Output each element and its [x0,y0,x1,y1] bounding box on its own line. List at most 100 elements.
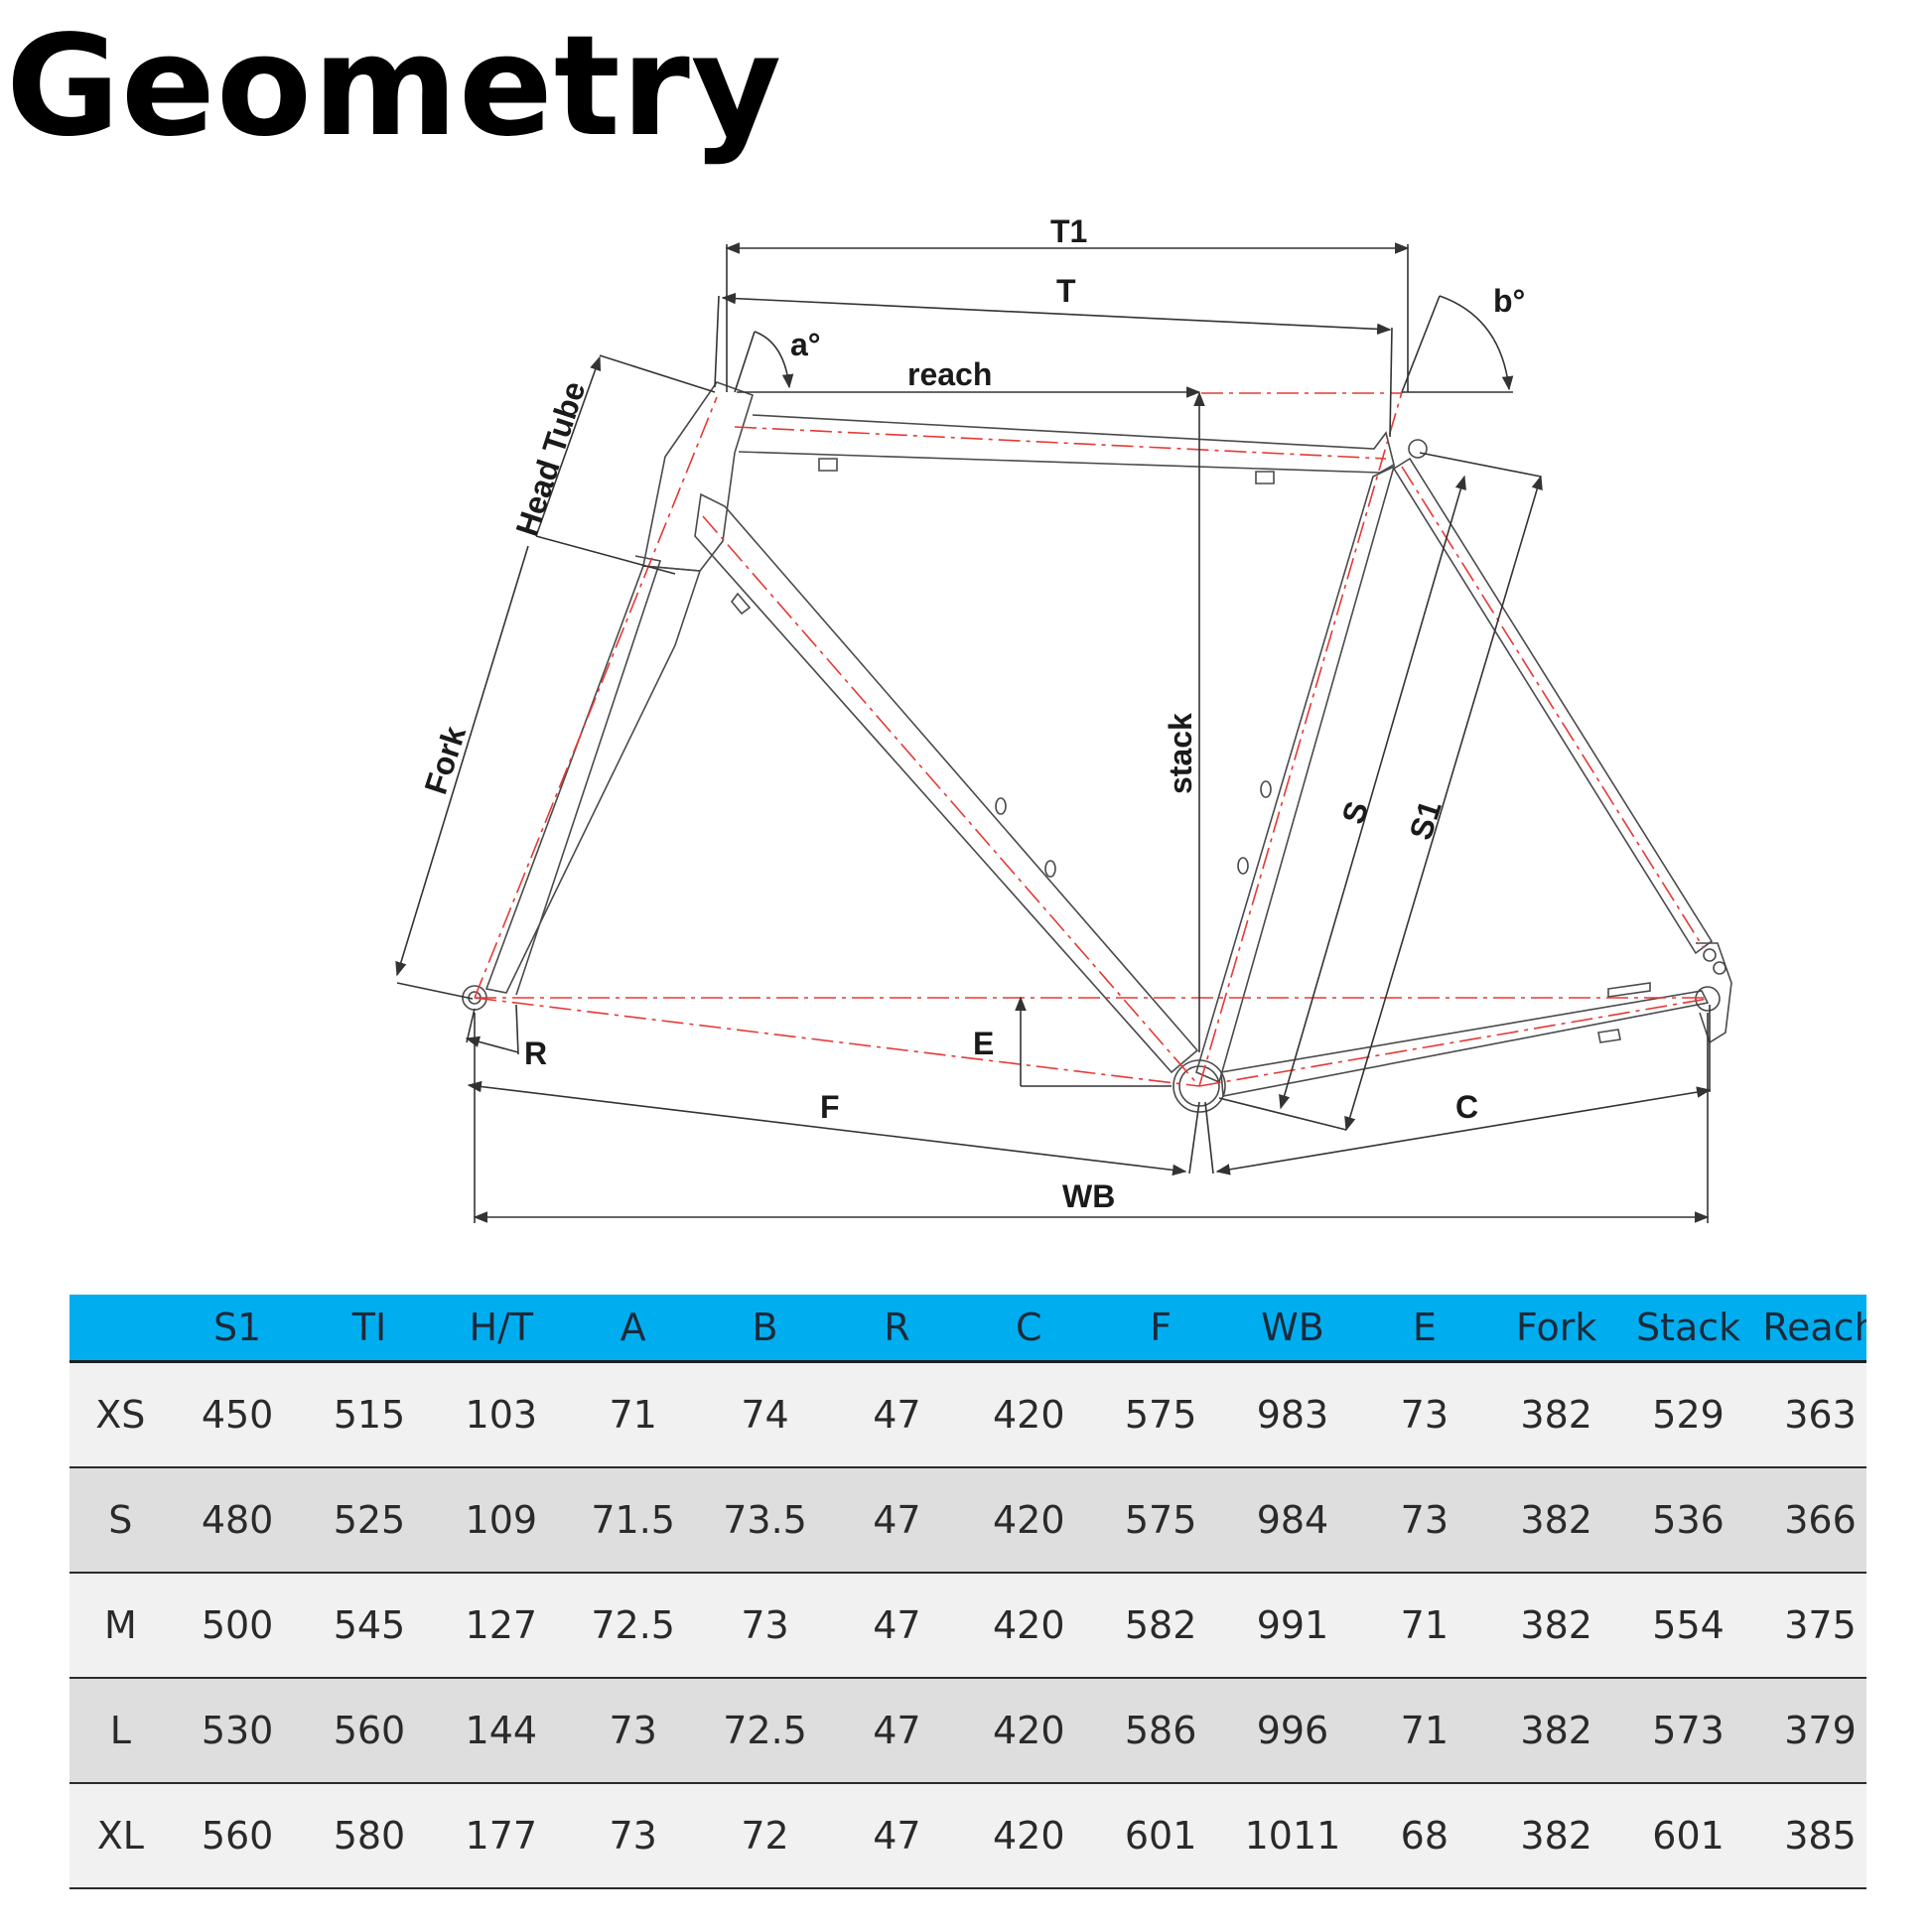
table-cell: 47 [830,1361,963,1468]
table-cell: 73 [567,1783,700,1889]
page-title: Geometry [6,6,783,168]
table-cell: 366 [1753,1467,1866,1574]
table-cell: 47 [830,1573,963,1679]
table-header-row: S1 TI H/T A B R C F WB E Fork Stack Reac… [69,1295,1866,1363]
geometry-table-container: S1 TI H/T A B R C F WB E Fork Stack Reac… [69,1295,1866,1889]
table-cell: 103 [435,1361,568,1468]
table-cell: 73 [1358,1467,1491,1574]
table-cell: L [69,1678,172,1784]
table-cell: 420 [962,1361,1095,1468]
table-cell: 420 [962,1573,1095,1679]
table-cell: 382 [1490,1467,1623,1574]
label-reach: reach [907,356,992,392]
table-cell: 363 [1753,1361,1866,1468]
table-cell: 385 [1753,1783,1866,1889]
table-cell: 47 [830,1783,963,1889]
label-e: E [973,1026,994,1061]
table-cell: 560 [303,1678,436,1784]
table-cell: 382 [1490,1783,1623,1889]
table-row: S 480 525 109 71.5 73.5 47 420 575 984 7… [69,1467,1866,1574]
table-row: L 530 560 144 73 72.5 47 420 586 996 71 … [69,1678,1866,1784]
table-cell: 500 [171,1573,304,1679]
table-cell: 580 [303,1783,436,1889]
column-header: R [830,1295,963,1363]
table-cell: 73 [699,1573,831,1679]
label-a-angle: a° [790,327,821,362]
table-cell: 127 [435,1573,568,1679]
table-cell: 991 [1226,1573,1359,1679]
table-cell: 420 [962,1678,1095,1784]
table-cell: XS [69,1361,172,1468]
table-cell: 382 [1490,1573,1623,1679]
column-header: B [699,1295,831,1363]
column-header: S1 [171,1295,304,1363]
table-cell: 382 [1490,1678,1623,1784]
table-cell: 573 [1622,1678,1754,1784]
label-t1: T1 [1050,213,1087,249]
table-cell: 545 [303,1573,436,1679]
frame-geometry-diagram: T1 T a° b° reach Head Tube Fork stack S … [395,213,1732,1223]
table-cell: 68 [1358,1783,1491,1889]
table-cell: 72 [699,1783,831,1889]
table-cell: 554 [1622,1573,1754,1679]
label-r: R [524,1035,547,1071]
dimension-lines [395,242,1712,1223]
table-cell: 73.5 [699,1467,831,1574]
table-cell: 450 [171,1361,304,1468]
label-wb: WB [1062,1178,1115,1214]
table-cell: 984 [1226,1467,1359,1574]
table-cell: M [69,1573,172,1679]
table-cell: 379 [1753,1678,1866,1784]
label-stack: stack [1163,713,1198,794]
column-header: C [962,1295,1095,1363]
table-cell: 515 [303,1361,436,1468]
table-cell: 71 [1358,1573,1491,1679]
column-header: Stack [1622,1295,1754,1363]
label-head-tube: Head Tube [508,377,592,540]
table-cell: 983 [1226,1361,1359,1468]
table-cell: 73 [1358,1361,1491,1468]
label-t: T [1056,273,1076,309]
table-cell: 71 [1358,1678,1491,1784]
column-header: F [1094,1295,1227,1363]
column-header [69,1295,172,1363]
table-cell: 582 [1094,1573,1227,1679]
table-cell: 575 [1094,1361,1227,1468]
column-header: Fork [1490,1295,1623,1363]
label-fork: Fork [417,722,473,798]
label-s1: S1 [1402,796,1448,844]
table-cell: 996 [1226,1678,1359,1784]
table-cell: 375 [1753,1573,1866,1679]
table-cell: 71 [567,1361,700,1468]
table-cell: 420 [962,1467,1095,1574]
table-cell: 177 [435,1783,568,1889]
column-header: H/T [435,1295,568,1363]
table-row: M 500 545 127 72.5 73 47 420 582 991 71 … [69,1573,1866,1679]
table-row: XL 560 580 177 73 72 47 420 601 1011 68 … [69,1783,1866,1889]
table-cell: 72.5 [699,1678,831,1784]
table-cell: 74 [699,1361,831,1468]
table-cell: 586 [1094,1678,1227,1784]
table-cell: 71.5 [567,1467,700,1574]
column-header: E [1358,1295,1491,1363]
table-cell: 560 [171,1783,304,1889]
table-cell: 530 [171,1678,304,1784]
table-cell: 72.5 [567,1573,700,1679]
table-cell: 47 [830,1467,963,1574]
table-cell: 73 [567,1678,700,1784]
table-cell: 536 [1622,1467,1754,1574]
table-cell: 601 [1622,1783,1754,1889]
label-f: F [820,1089,840,1125]
geometry-table: S1 TI H/T A B R C F WB E Fork Stack Reac… [69,1295,1866,1889]
table-cell: 382 [1490,1361,1623,1468]
table-cell: 575 [1094,1467,1227,1574]
table-cell: 1011 [1226,1783,1359,1889]
label-c: C [1455,1089,1478,1125]
label-b-angle: b° [1493,283,1525,319]
table-cell: 601 [1094,1783,1227,1889]
table-cell: 480 [171,1467,304,1574]
table-cell: 47 [830,1678,963,1784]
column-header: TI [303,1295,436,1363]
table-cell: S [69,1467,172,1574]
frame-outline [462,381,1732,1113]
